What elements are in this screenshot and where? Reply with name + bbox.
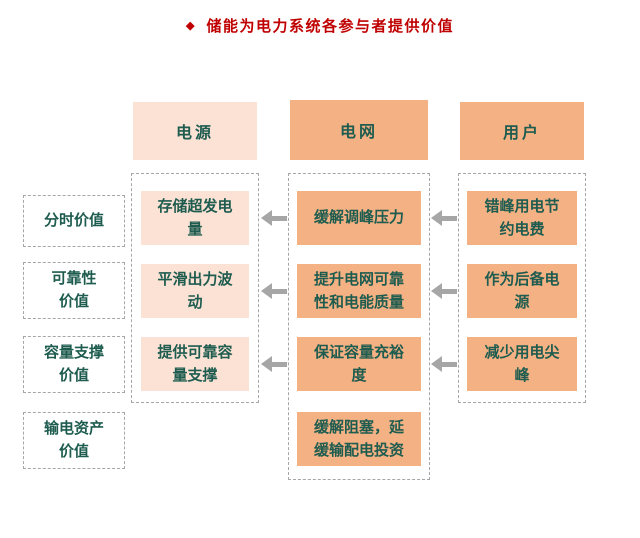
left-arrow-icon	[261, 210, 287, 226]
row-label-transmission-asset-value: 输电资产 价值	[23, 412, 125, 469]
page-title: ◆ 储能为电力系统各参与者提供价值	[0, 15, 640, 36]
page-title-text: 储能为电力系统各参与者提供价值	[206, 18, 454, 35]
column-header-user: 用户	[460, 102, 584, 160]
left-arrow-icon	[431, 283, 457, 299]
box-user-offpeak-savings: 错峰用电节 约电费	[467, 191, 577, 245]
box-grid-congestion-defer-investment: 缓解阻塞，延 缓输配电投资	[297, 412, 421, 466]
group-border-user	[458, 173, 586, 403]
box-user-reduce-peak: 减少用电尖 峰	[467, 337, 577, 391]
box-grid-capacity-adequacy: 保证容量充裕 度	[297, 337, 421, 391]
box-source-store-surplus: 存储超发电 量	[141, 191, 249, 245]
row-label-capacity-support-value: 容量支撑 价值	[23, 336, 125, 393]
row-label-reliability-value: 可靠性 价值	[23, 262, 125, 319]
group-border-source	[131, 173, 259, 403]
group-border-grid	[288, 173, 430, 480]
diamond-bullet-icon: ◆	[186, 20, 195, 32]
box-grid-reliability-quality: 提升电网可靠 性和电能质量	[297, 264, 421, 318]
box-source-reliable-capacity: 提供可靠容 量支撑	[141, 337, 249, 391]
row-label-time-of-use-value: 分时价值	[23, 195, 125, 247]
left-arrow-icon	[431, 356, 457, 372]
left-arrow-icon	[261, 356, 287, 372]
box-grid-peak-shaving: 缓解调峰压力	[297, 191, 421, 245]
box-user-backup-power: 作为后备电 源	[467, 264, 577, 318]
column-header-source: 电源	[133, 102, 257, 160]
left-arrow-icon	[431, 210, 457, 226]
box-source-smooth-output: 平滑出力波 动	[141, 264, 249, 318]
left-arrow-icon	[261, 283, 287, 299]
column-header-grid: 电网	[290, 100, 428, 160]
